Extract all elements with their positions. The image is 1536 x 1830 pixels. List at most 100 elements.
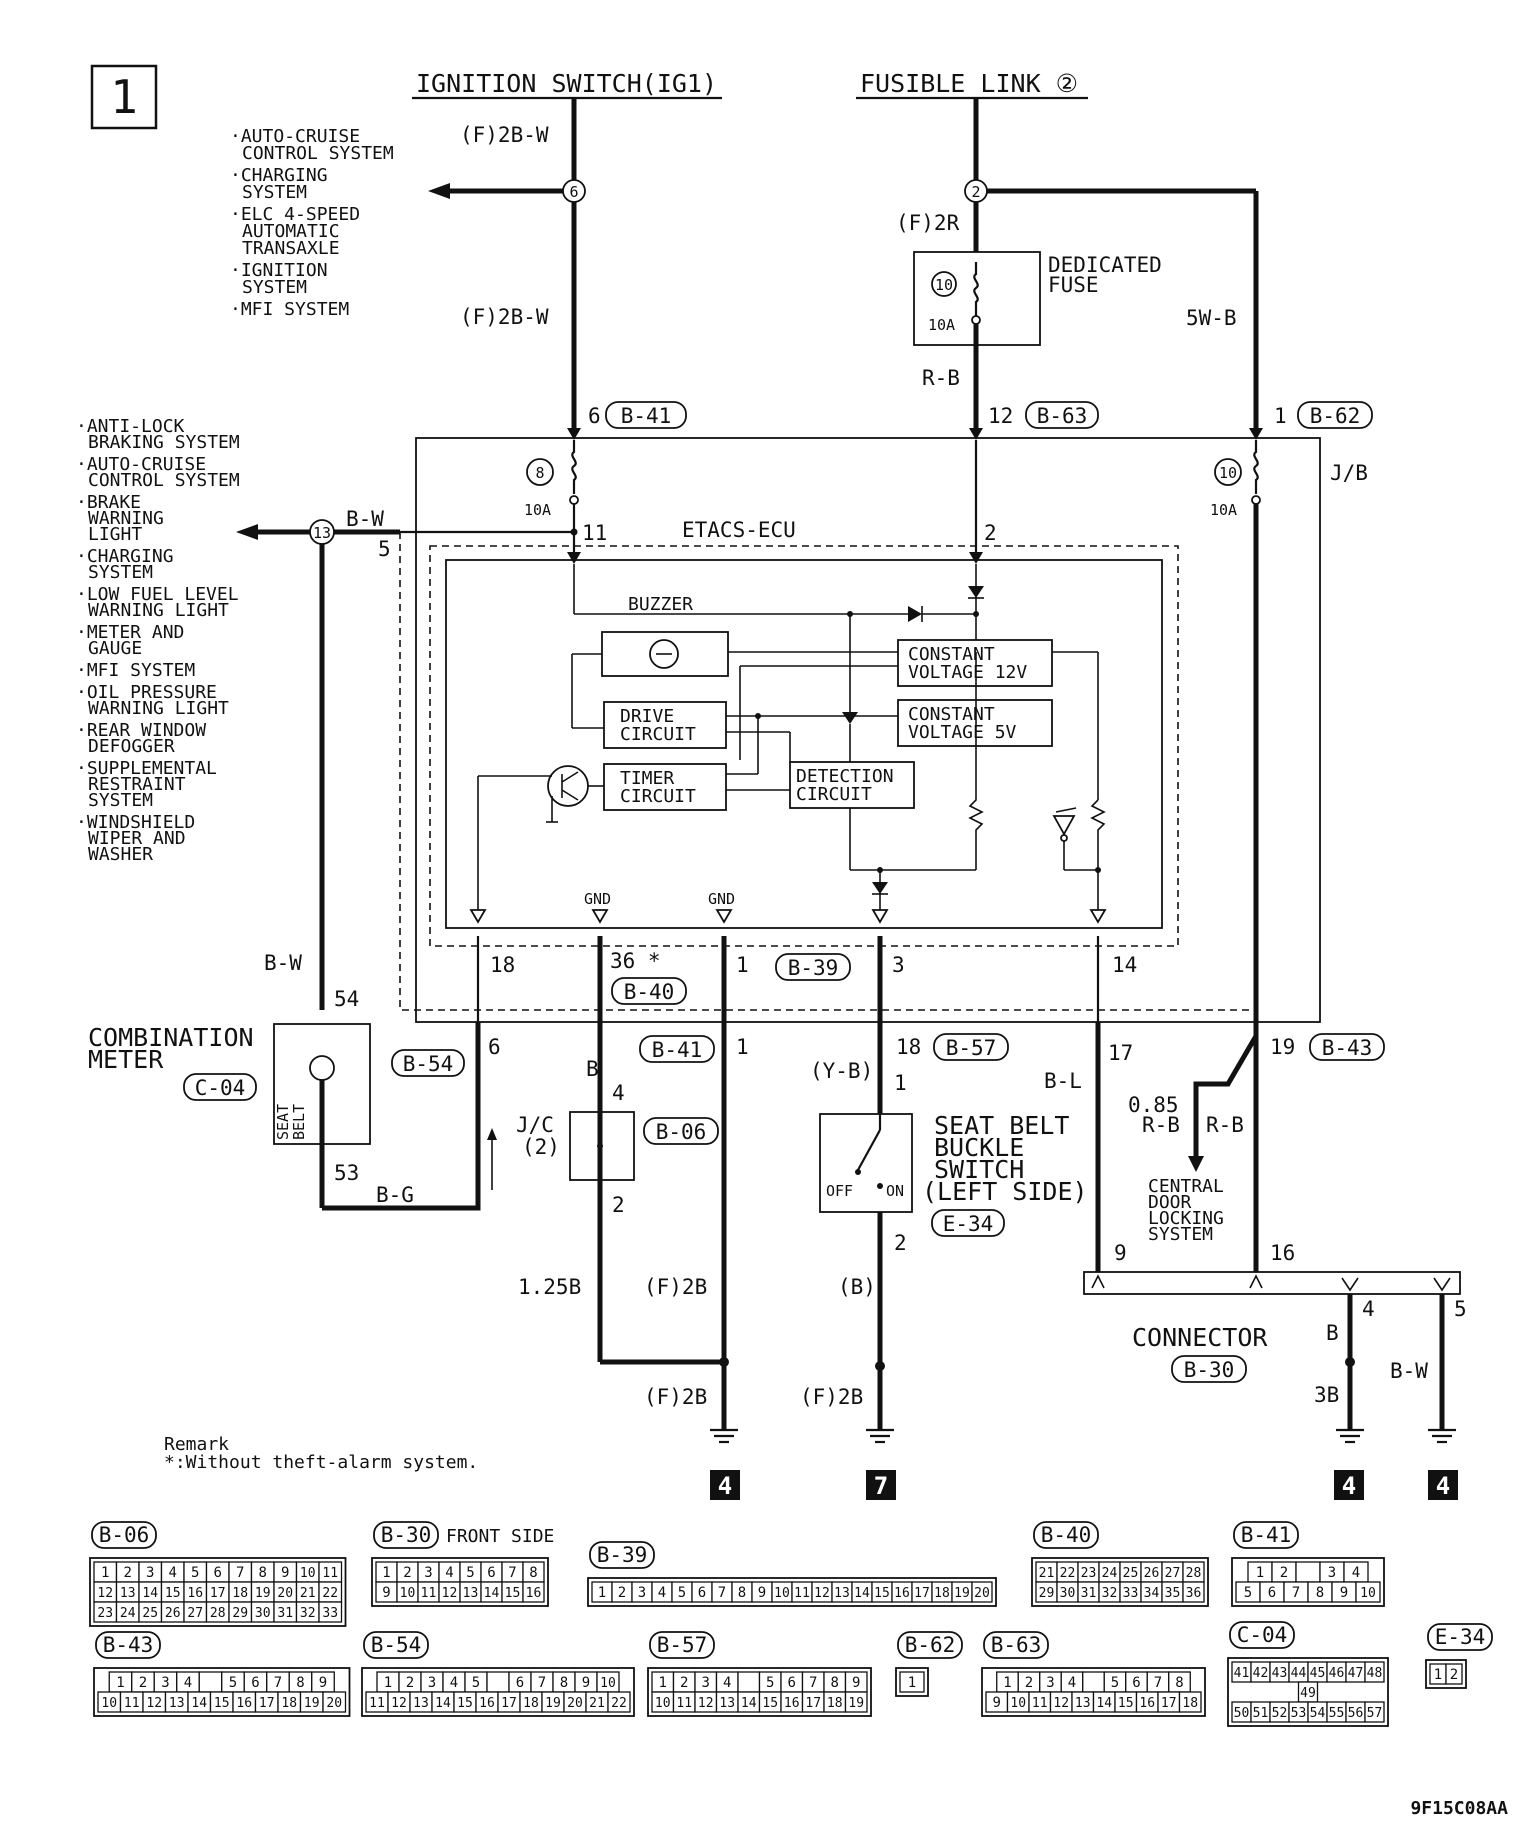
connector-label-badge [897,1631,963,1659]
central-door-3: LOCKING [1148,1208,1224,1229]
page-number: 1 [110,70,138,124]
fuse-10-circle [931,271,957,297]
connector-pin-number: 13 [463,1586,479,1601]
ecu-pin3: 3 [892,953,905,977]
seat-belt-switch-box [819,1113,913,1213]
connector-pin-number: 3 [638,1585,646,1601]
ecu-title: ETACS-ECU [682,518,796,542]
connector-pin-number: 19 [954,1586,970,1601]
connector-pin-number: 21 [589,1696,605,1711]
connector-label: B-63 [991,1633,1042,1657]
connector-pin-number: 1 [1256,1565,1264,1581]
junction-dot [877,867,883,873]
arrow-left-icon [236,524,258,540]
connector-pin-number: 12 [146,1696,162,1711]
connector-pin-number: 6 [1268,1585,1276,1601]
internal-line [561,789,579,801]
connector-pin-number: 2 [1025,1675,1033,1691]
connector-pin-number: 14 [1096,1696,1112,1711]
connector-pin-number: 34 [1144,1586,1160,1601]
svg-text:·ANTI-LOCK: ·ANTI-LOCK [76,416,185,437]
connector-pin-number: 16 [784,1696,800,1711]
connector-pin-number: 15 [165,1586,181,1601]
connector-cell [971,1581,993,1603]
connector-pin-number: 11 [322,1566,338,1581]
dedicated-fuse-amp: 10A [928,316,955,334]
wire-rb2: R-B [1206,1113,1244,1137]
connector-pin-number: 10 [600,1676,616,1691]
connector-label-badge [363,1631,429,1659]
arrow-left-icon [428,183,450,199]
svg-text:CONTROL SYSTEM: CONTROL SYSTEM [242,143,394,164]
switch-name-4: (LEFT SIDE) [922,1177,1088,1206]
pin-arrow [567,428,581,440]
svg-text:SYSTEM: SYSTEM [88,562,153,583]
detection-circuit-box [789,761,915,809]
switch-name-2: BUCKLE [934,1133,1024,1162]
connector-pin-number: 14 [741,1696,757,1711]
wire-f2r: (F)2R [896,211,960,235]
connector-pin-number: 9 [382,1585,390,1601]
seat-belt-lamp-line1: SEAT [274,1104,292,1140]
connector-pin-number: 30 [1060,1586,1076,1601]
connector-pin-number: 18 [281,1696,297,1711]
connector-pin-number: 3 [146,1565,154,1581]
connector-pin-number: 26 [1144,1566,1160,1581]
page-number-box [90,64,158,130]
connector-pin-number: 14 [142,1586,158,1601]
connector-pin-number: 5 [678,1585,686,1601]
connector-pin-number: 12 [391,1696,407,1711]
connector-pin-number: 54 [1310,1706,1326,1721]
combination-meter-line2: METER [88,1045,164,1074]
connector-pin-number: 1 [116,1675,124,1691]
connector-pin4: 4 [1362,1297,1375,1321]
figure-code: 9F15C08AA [1410,1798,1508,1819]
ground-ref-box-c [1334,1470,1364,1500]
connector-pin-number: 14 [191,1696,207,1711]
connector-pin-number: 55 [1329,1706,1345,1721]
connector-pin-number: 19 [848,1696,864,1711]
junction-2-label: 2 [971,183,980,201]
terminal-triangle [469,909,487,924]
connector-pin-number: 8 [296,1675,304,1691]
connector-pin-number: 24 [120,1606,136,1621]
connector-pin-number: 26 [165,1606,181,1621]
connector-pin-number: 7 [1292,1585,1300,1601]
connector-pin-number: 1 [1434,1667,1442,1683]
connector-label-badge [1033,1521,1099,1549]
e34-badge [931,1209,1005,1237]
connector-pin-number: 33 [1123,1586,1139,1601]
svg-text:WASHER: WASHER [88,844,153,865]
terminal-triangle [1089,909,1107,924]
svg-text:·WINDSHIELD: ·WINDSHIELD [76,812,195,833]
connector-label: B-06 [99,1523,150,1547]
connector-frame [1425,1659,1467,1689]
b06-label: B-06 [656,1120,707,1144]
connector-cell [1178,1691,1202,1713]
dedicated-fuse-label-1: DEDICATED [1048,253,1162,277]
connector-pin-number: 3 [1328,1565,1336,1581]
connector-label-badge [1427,1623,1493,1651]
timer-line2: CIRCUIT [620,786,696,807]
b40-label: B-40 [624,980,675,1004]
junction-dot [847,611,853,617]
bw-meter-label: B-W [264,951,302,975]
connector-pin-number: 15 [1118,1696,1134,1711]
dedicated-fuse-label-2: FUSE [1048,273,1099,297]
detection-line1: DETECTION [796,766,894,787]
svg-text:SYSTEM: SYSTEM [242,182,307,203]
drive-line1: DRIVE [620,706,674,727]
connector-pin-number: 7 [236,1565,244,1581]
connector-pin-number: 10 [1010,1696,1026,1711]
connector-label: CONNECTOR [1132,1323,1268,1352]
connector-pin-number: 30 [255,1606,271,1621]
c04-badge [183,1073,257,1101]
connector-pin-number: 23 [1081,1566,1097,1581]
ground-ref-box-b [866,1470,896,1500]
connector-pin-number: 3 [424,1565,432,1581]
junction-dot [877,1183,883,1189]
connector-pin-number: 27 [1165,1566,1181,1581]
